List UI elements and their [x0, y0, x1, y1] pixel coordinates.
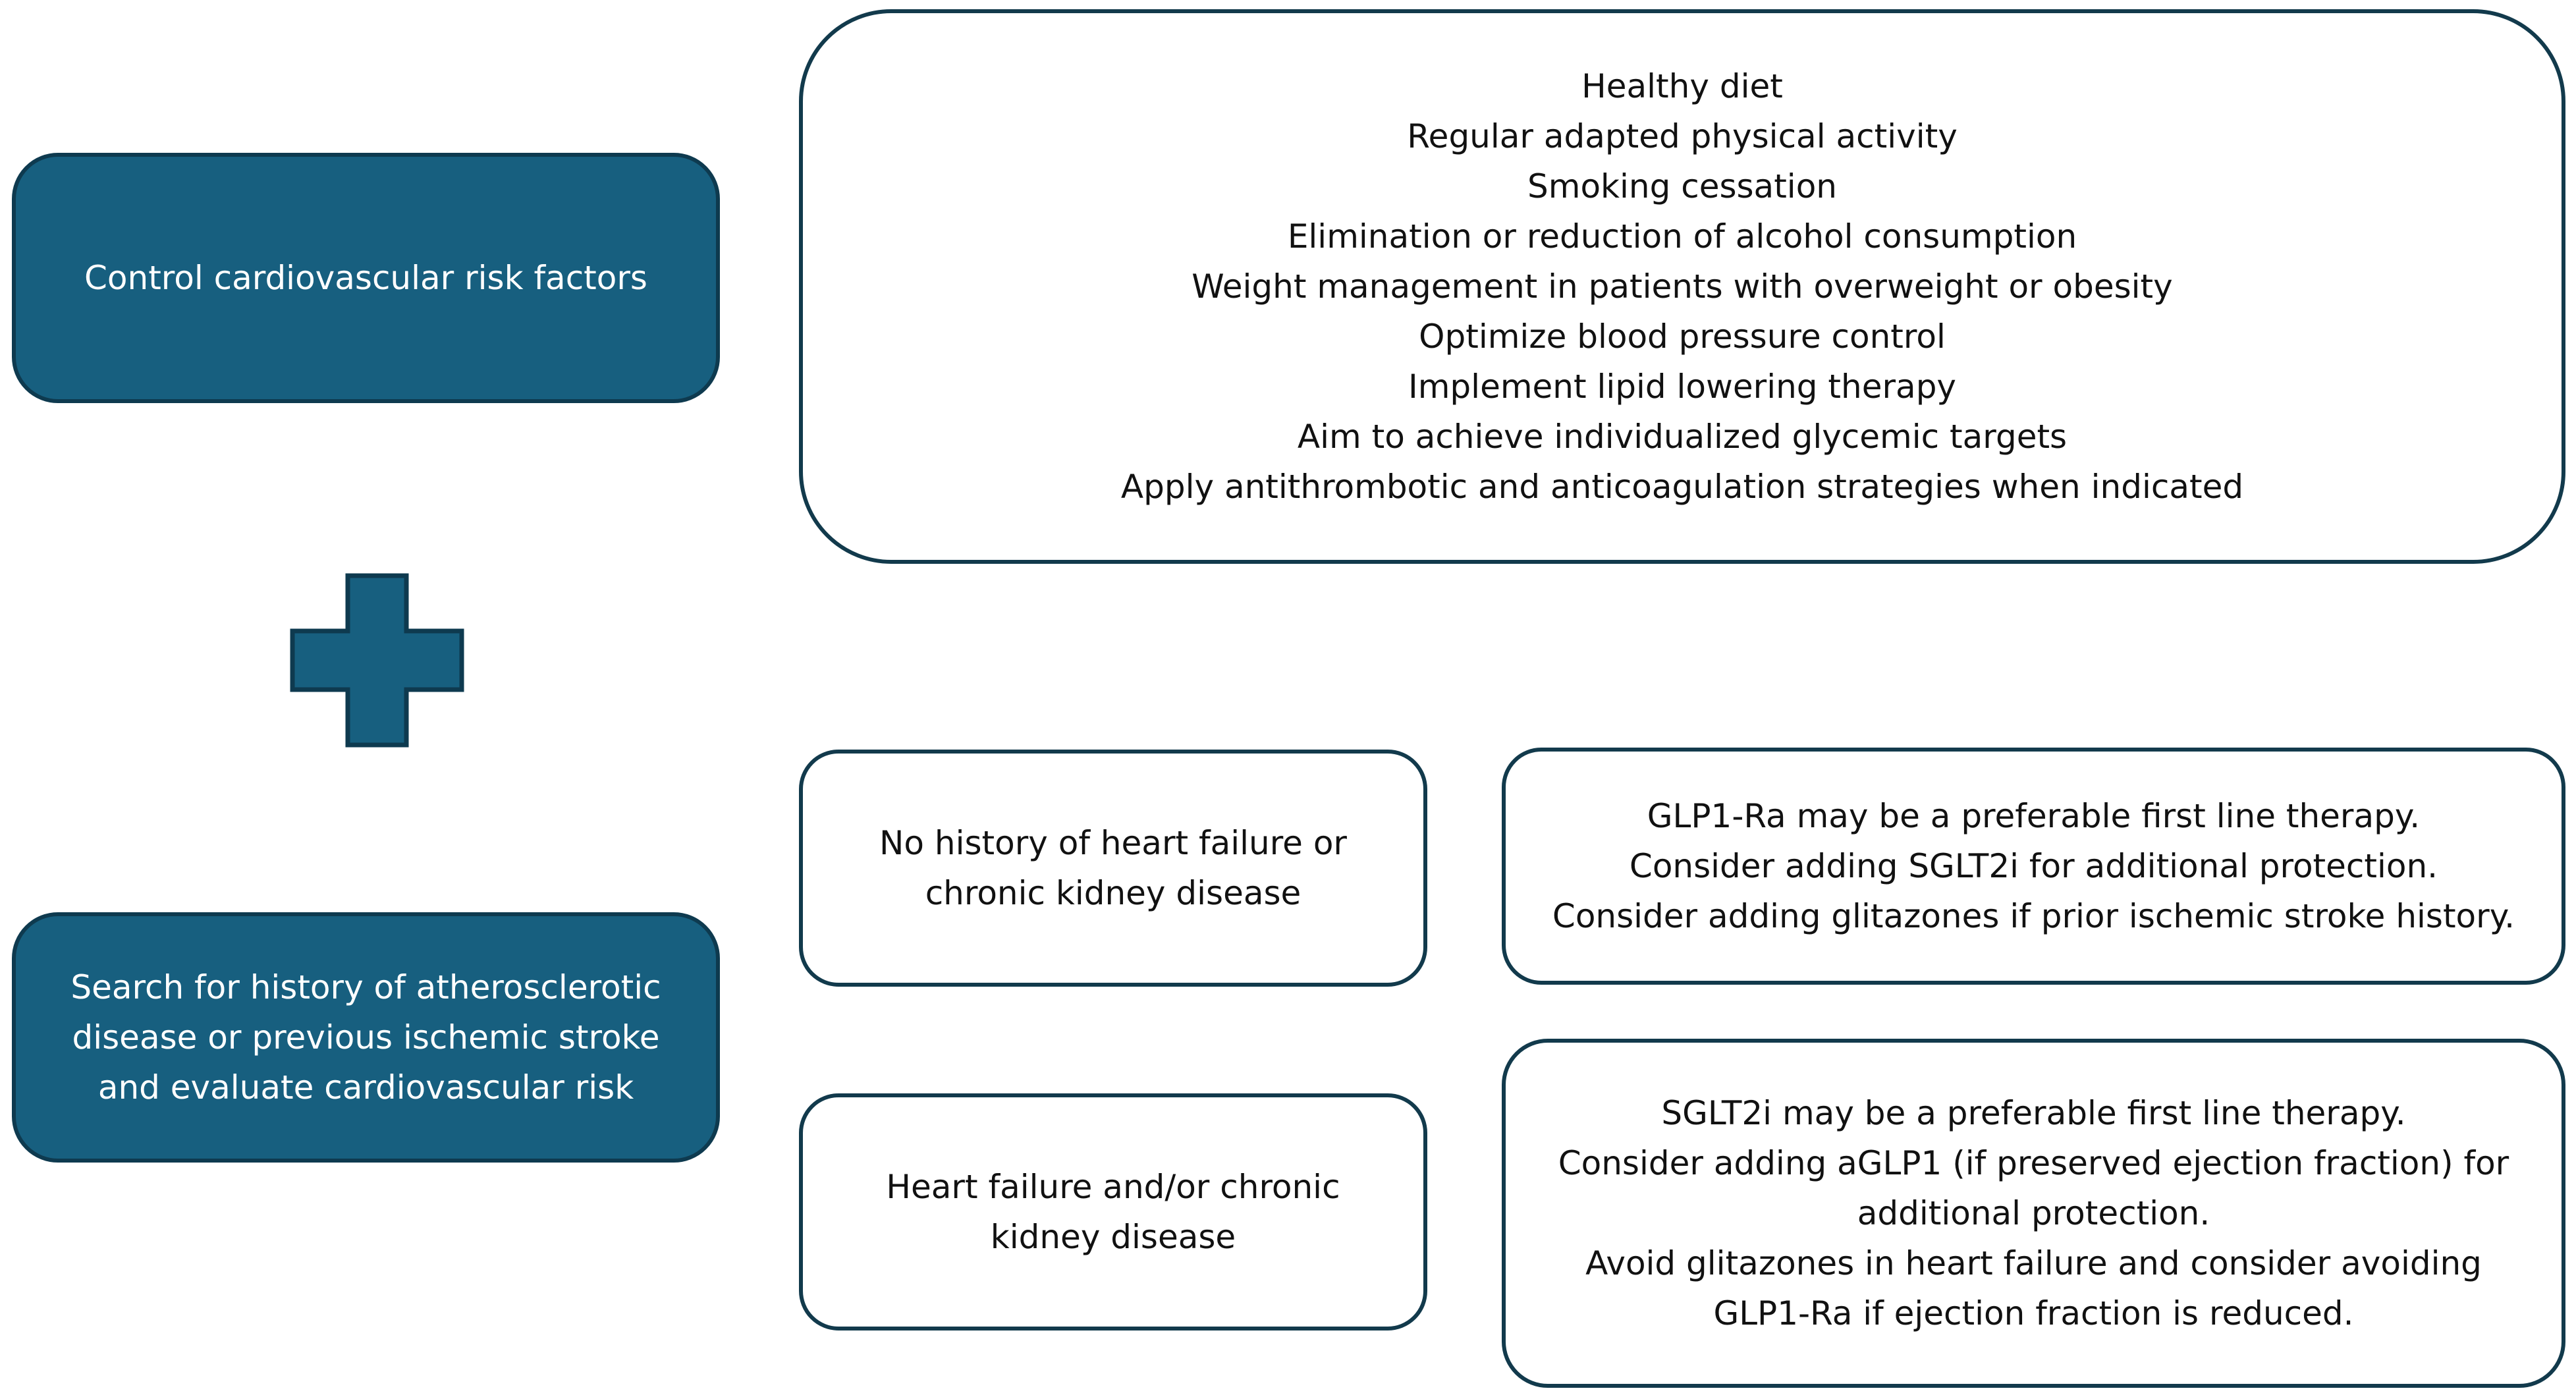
lifestyle-item: Optimize blood pressure control [1419, 317, 1946, 356]
search-history-text: disease or previous ischemic stroke [72, 1018, 660, 1056]
search-history-text: Search for history of atherosclerotic [70, 968, 661, 1006]
control-risk-factors-text: Control cardiovascular risk factors [84, 259, 647, 297]
lifestyle-item: Smoking cessation [1527, 167, 1837, 206]
condition-text: No history of heart failure or [879, 824, 1347, 862]
condition-text: chronic kidney disease [925, 874, 1302, 912]
recommendation-text: GLP1-Ra may be a preferable first line t… [1647, 797, 2421, 835]
no-hf-ckd-box: No history of heart failure or chronic k… [799, 750, 1427, 987]
search-history-box: Search for history of atherosclerotic di… [12, 912, 720, 1163]
lifestyle-measures-box: Healthy diet Regular adapted physical ac… [799, 9, 2565, 564]
recommendation-text: Consider adding aGLP1 (if preserved ejec… [1558, 1144, 2509, 1182]
recommendation-text: additional protection. [1857, 1194, 2210, 1232]
glp1-recommendation-box: GLP1-Ra may be a preferable first line t… [1502, 748, 2565, 985]
lifestyle-item: Weight management in patients with overw… [1192, 267, 2173, 306]
recommendation-text: Consider adding SGLT2i for additional pr… [1629, 847, 2438, 885]
recommendation-text: Consider adding glitazones if prior isch… [1552, 897, 2515, 935]
recommendation-text: GLP1-Ra if ejection fraction is reduced. [1713, 1294, 2354, 1332]
lifestyle-item: Apply antithrombotic and anticoagulation… [1120, 468, 2244, 506]
lifestyle-item: Elimination or reduction of alcohol cons… [1287, 217, 2077, 256]
lifestyle-item: Aim to achieve individualized glycemic t… [1297, 418, 2068, 456]
lifestyle-item: Implement lipid lowering therapy [1408, 368, 1957, 406]
hf-ckd-box: Heart failure and/or chronic kidney dise… [799, 1093, 1427, 1330]
plus-icon [290, 573, 464, 748]
recommendation-text: Avoid glitazones in heart failure and co… [1585, 1244, 2482, 1282]
control-risk-factors-box: Control cardiovascular risk factors [12, 153, 720, 403]
lifestyle-item: Regular adapted physical activity [1407, 117, 1958, 155]
lifestyle-item: Healthy diet [1581, 67, 1783, 105]
recommendation-text: SGLT2i may be a preferable first line th… [1661, 1094, 2406, 1132]
search-history-text: and evaluate cardiovascular risk [97, 1068, 634, 1107]
sglt2-recommendation-box: SGLT2i may be a preferable first line th… [1502, 1039, 2565, 1388]
condition-text: kidney disease [990, 1218, 1236, 1256]
condition-text: Heart failure and/or chronic [886, 1168, 1340, 1206]
